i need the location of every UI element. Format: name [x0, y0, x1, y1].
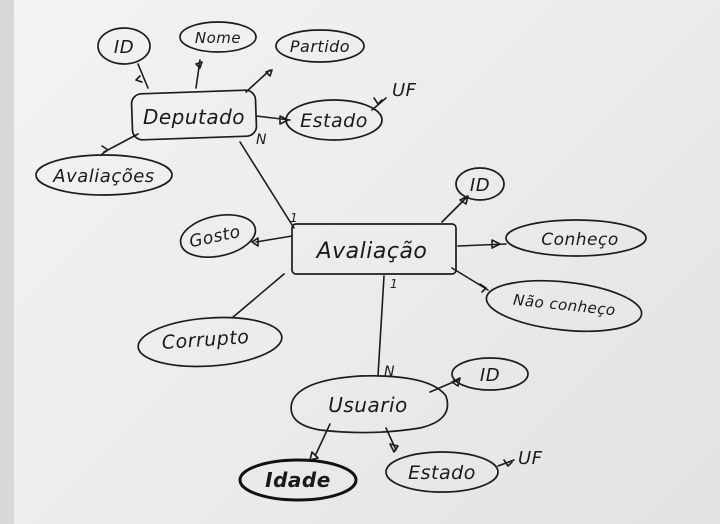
arrow-mark-usuario-id	[451, 377, 461, 387]
attr-deputado-partido: Partido	[275, 29, 365, 63]
line-deputado-id	[137, 63, 149, 89]
attr-deputado-partido-label: Partido	[290, 37, 350, 56]
entity-avaliacao-box	[291, 223, 457, 275]
arrow-mark-deputado-partido	[265, 69, 273, 77]
line-avaliacao-nao-conheco	[451, 267, 489, 291]
arrow-mark-estado-uf	[373, 97, 383, 105]
connector-marks	[101, 61, 513, 467]
arrow-mark-avaliacoes	[101, 145, 109, 155]
attr-deputado-estado-shape	[285, 99, 383, 141]
attr-avaliacao-id-shape	[455, 167, 505, 201]
attr-avaliacao-corrupto-label: Corrupto	[161, 326, 250, 354]
line-avaliacao-usuario	[377, 275, 385, 377]
paper-sheet	[14, 0, 720, 524]
arrow-mark-deputado-id	[135, 75, 143, 83]
attr-avaliacao-corrupto-shape	[137, 316, 283, 368]
arrow-mark-conheco	[491, 239, 501, 249]
entity-deputado: Deputado	[130, 89, 258, 141]
line-avaliacao-gosto	[255, 235, 293, 243]
attr-usuario-estado-label: Estado	[408, 462, 476, 484]
attr-usuario-id-shape	[451, 357, 529, 391]
arrow-mark-deputado-nome	[195, 61, 203, 69]
attr-avaliacao-gosto: Gosto	[179, 214, 257, 258]
attr-avaliacao-gosto-label: Gosto	[187, 222, 242, 252]
entity-avaliacao-label: Avaliação	[315, 239, 428, 264]
attr-avaliacao-id: ID	[455, 167, 505, 201]
entity-deputado-box	[130, 89, 258, 141]
attr-usuario-idade: Idade	[238, 458, 358, 502]
arrow-mark-gosto	[251, 237, 259, 247]
attr-usuario-id-label: ID	[480, 365, 500, 386]
attr-usuario-idade-shape	[238, 458, 358, 502]
attr-avaliacao-corrupto: Corrupto	[137, 316, 283, 368]
attr-deputado-nome-shape	[179, 21, 257, 53]
attr-usuario-estado: Estado	[385, 451, 499, 493]
attr-avaliacao-nao-conheco-shape	[485, 279, 643, 333]
attr-avaliacao-conheco-label: Conheço	[541, 230, 619, 250]
attr-avaliacao-conheco-shape	[505, 219, 647, 257]
line-deputado-avaliacoes	[103, 133, 139, 153]
attr-deputado-estado-uf: UF	[392, 80, 417, 101]
arrow-mark-idade	[309, 451, 319, 461]
line-deputado-estado	[255, 115, 291, 121]
cardinality-avaliacao-top: 1	[290, 211, 298, 225]
attr-deputado-partido-shape	[275, 29, 365, 63]
arrow-mark-estado2-uf	[503, 459, 513, 467]
attr-avaliacao-id-label: ID	[470, 175, 490, 196]
line-deputado-nome	[195, 59, 201, 89]
attr-avaliacao-nao-conheco-label: Não conheço	[512, 291, 616, 320]
attr-deputado-avaliacoes: Avaliações	[35, 154, 173, 196]
attr-avaliacao-nao-conheco: Não conheço	[485, 279, 643, 333]
cardinality-usuario-n: N	[384, 364, 395, 380]
attr-deputado-id-label: ID	[114, 37, 134, 58]
attr-avaliacao-conheco: Conheço	[505, 219, 647, 257]
cardinality-deputado-n: N	[256, 132, 267, 148]
entity-usuario-shape	[290, 374, 449, 434]
attr-deputado-nome: Nome	[179, 21, 257, 53]
line-deputado-partido	[245, 69, 271, 93]
line-usuario-idade	[315, 423, 331, 455]
attr-usuario-estado-shape	[385, 451, 499, 493]
entity-usuario: Usuario	[290, 374, 449, 434]
attr-avaliacao-gosto-shape	[179, 214, 257, 258]
line-deputado-avaliacao	[239, 141, 295, 229]
attr-deputado-avaliacoes-shape	[35, 154, 173, 196]
entity-avaliacao: Avaliação	[291, 223, 457, 275]
attr-usuario-id: ID	[451, 357, 529, 391]
arrow-mark-aval-id	[459, 195, 469, 205]
attr-deputado-estado: Estado	[285, 99, 383, 141]
attr-deputado-avaliacoes-label: Avaliações	[52, 166, 154, 187]
attr-usuario-estado-uf: UF	[518, 448, 543, 469]
attr-deputado-estado-label: Estado	[300, 110, 368, 132]
arrow-mark-deputado-estado	[279, 115, 289, 125]
attr-deputado-id: ID	[97, 27, 151, 65]
attr-deputado-id-shape	[97, 27, 151, 65]
entity-deputado-label: Deputado	[143, 105, 245, 129]
arrow-mark-nao-conheco	[479, 283, 487, 293]
attr-usuario-idade-label: Idade	[265, 468, 331, 492]
entity-usuario-label: Usuario	[328, 393, 408, 417]
line-avaliacao-corrupto	[231, 273, 285, 319]
arrow-mark-usuario-estado	[389, 443, 399, 453]
cardinality-avaliacao-bottom: 1	[390, 277, 398, 291]
attr-deputado-nome-label: Nome	[195, 29, 241, 47]
